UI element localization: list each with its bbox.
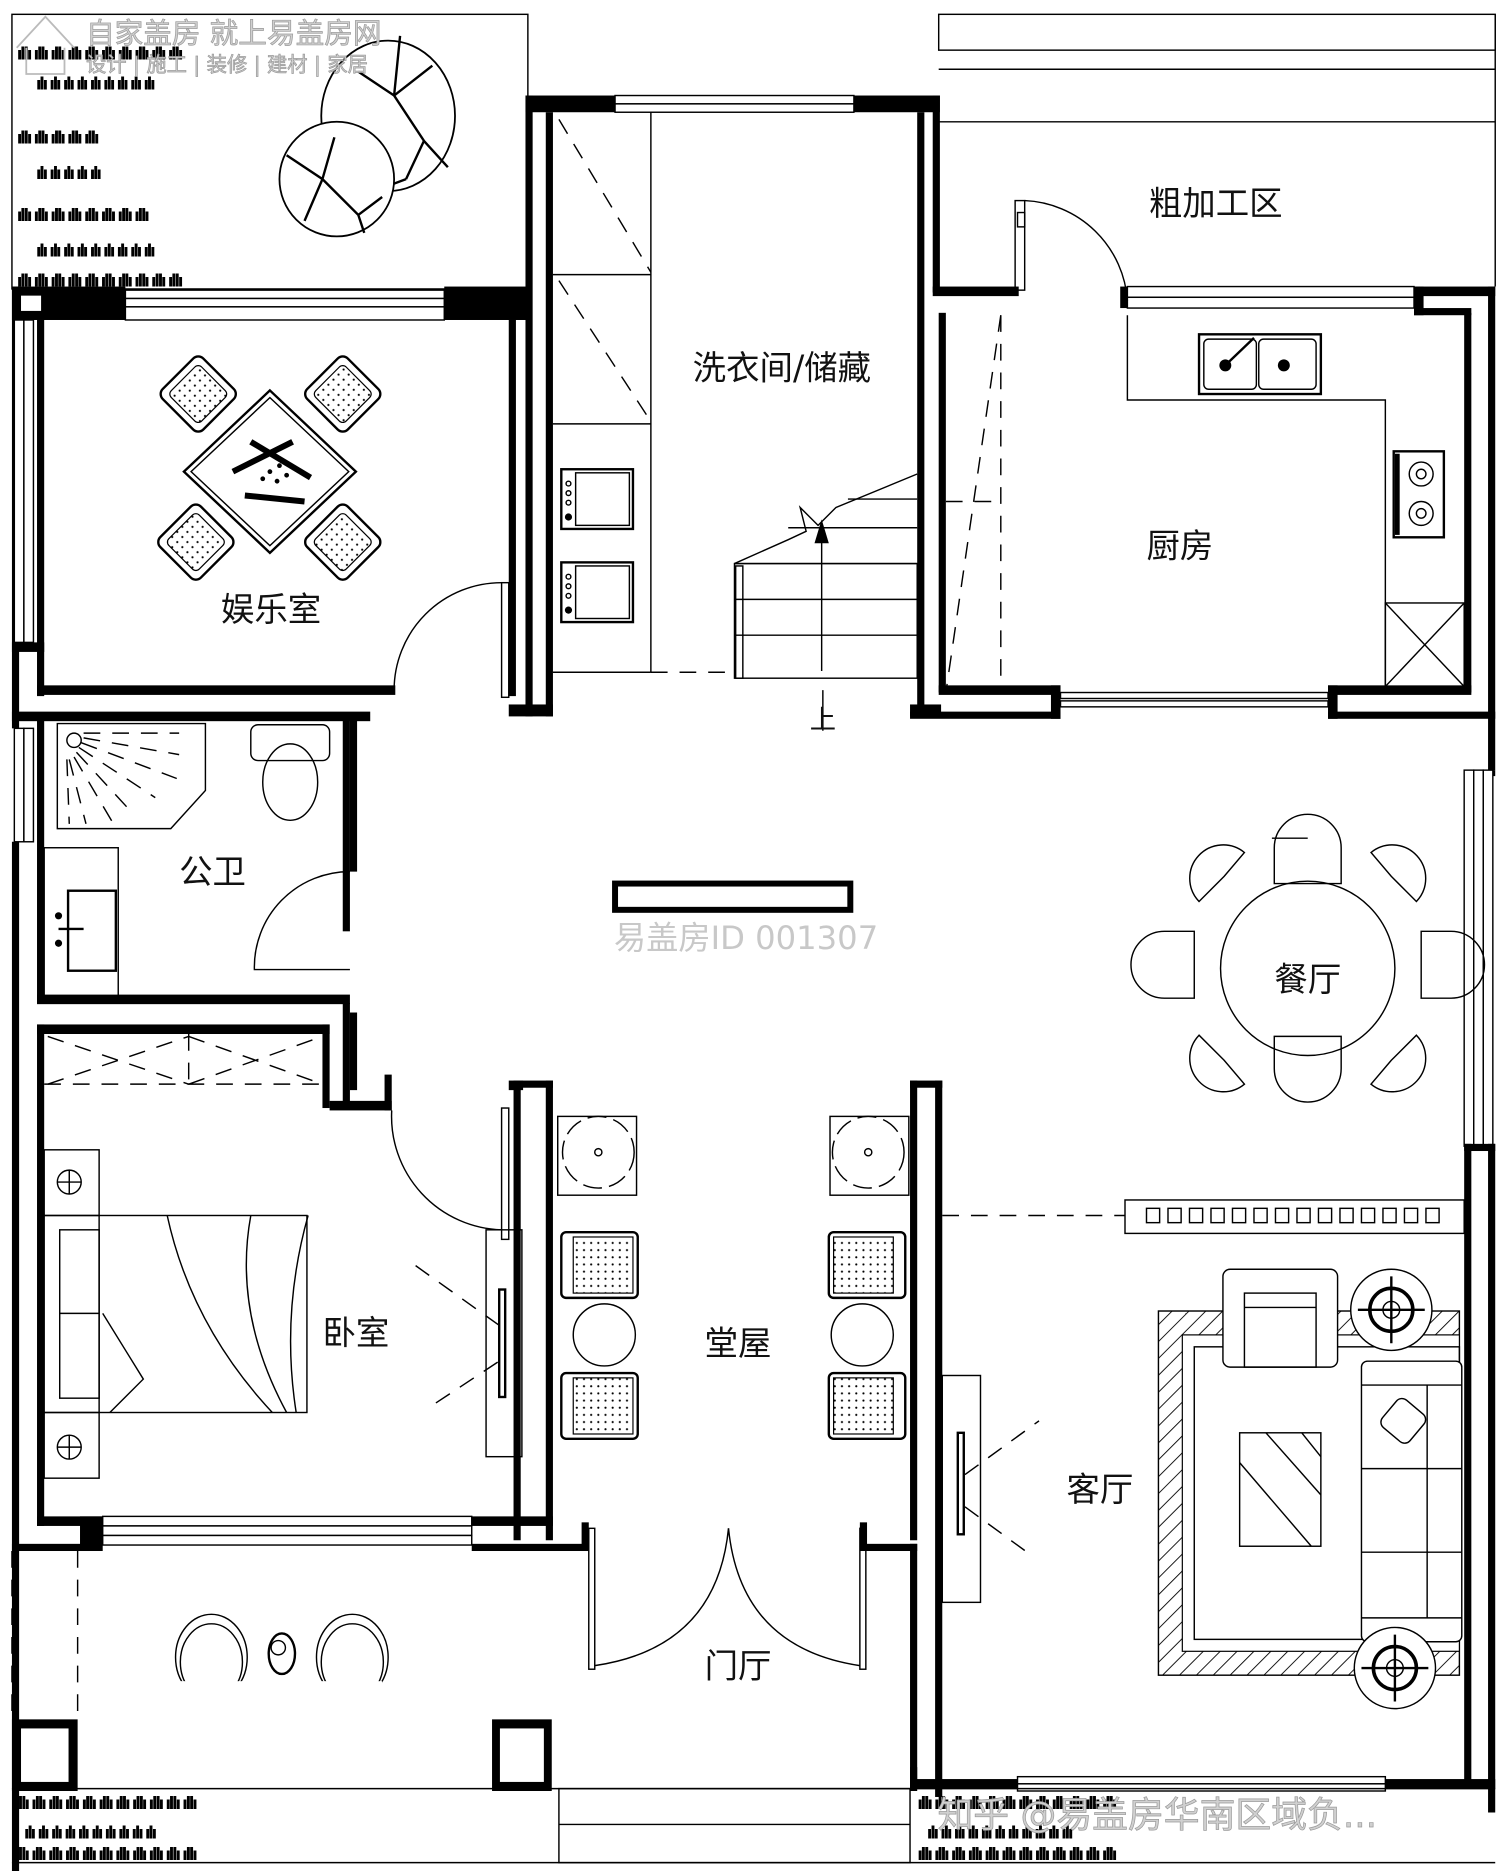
coffee-table-icon: [1238, 1432, 1322, 1547]
svg-text:ıllı ıllı ıllı ıllı ıl: ıllı ıllı ıllı ıllı ıllı ıllı ıllı ıllı …: [17, 271, 183, 291]
washbasin-icon: [43, 847, 119, 1002]
svg-text:ıllı ıllı ıllı ıllı ıl: ıllı ıllı ıllı ıllı ıllı ıllı ıllı ıllı …: [14, 1793, 197, 1813]
svg-text:ıllı ıllı ıllı ıllı ıl: ıllı ıllı ıllı ıllı ıllı ıllı ıllı ıllı …: [17, 44, 183, 64]
room-label-living-room: 客厅: [1066, 1470, 1133, 1509]
svg-text:ılı ılı ılı ılı ıl: ılı ılı ılı ılı ılı ılı ılı ılı ılı: [36, 74, 155, 94]
svg-text:ıllı ıllı ıllı ıllı ıl: ıllı ıllı ıllı ıllı ıllı ıllı ıllı ıllı …: [917, 1793, 1117, 1813]
watermark-bottom-credit: 知乎 @易盖房华南区域负...: [938, 1795, 1378, 1836]
mahjong-table-icon: [182, 388, 358, 555]
bedroom-tv-icon: [415, 1229, 523, 1458]
room-label-bedroom: 卧室: [322, 1313, 389, 1352]
room-label-entrance-hall: 门厅: [705, 1647, 772, 1686]
armchair-icon: [827, 1231, 907, 1300]
stove-icon: [1392, 450, 1446, 539]
svg-text:ıllı ıllı ıllı ıllı ıl: ıllı ıllı ıllı ıllı ıllı: [17, 127, 99, 147]
floor-lamp-icon: [1350, 1268, 1433, 1352]
entrance-double-door[interactable]: [588, 1527, 867, 1670]
svg-text:ıllı ıllı ıllı ıllı ıl: ıllı ıllı ıllı ıllı ıllı ıllı ıllı ıllı …: [14, 1844, 197, 1864]
walls: [11, 94, 1496, 1871]
chair-icon: [303, 503, 382, 581]
laundry-cabinets: [552, 112, 735, 673]
armchair-icon: [560, 1371, 639, 1440]
chair-icon: [159, 355, 238, 433]
plant-icon: [557, 1115, 638, 1196]
bathroom-door[interactable]: [253, 870, 350, 971]
room-label-entertainment: 娱乐室: [221, 590, 321, 629]
watermark-center-id: 易盖房ID 001307: [614, 919, 878, 957]
living-tv-icon: [941, 1374, 1040, 1604]
room-label-main-hall: 堂屋: [705, 1324, 772, 1363]
svg-text:ılı ılı ılı ılı ıl: ılı ılı ılı ılı ılı ılı ılı ılı ılı ılı …: [927, 1823, 1073, 1843]
stair-up-label: 上: [810, 705, 836, 735]
svg-text:ılı ılı ılı ılı ıl: ılı ılı ılı ılı ılı: [36, 163, 101, 183]
svg-text:ıllı ıllı ıllı ıllı ıl: ıllı ıllı ıllı ıllı ıllı ıllı ıllı ıllı: [17, 205, 149, 225]
shower-icon: [56, 722, 207, 830]
svg-text:ılı ılı ılı ılı ıl: ılı ılı ılı ılı ılı ılı ılı ılı ılı: [36, 241, 155, 261]
porch-stools: [167, 1613, 389, 1706]
kitchen-counter: [945, 315, 1465, 693]
watermark-logo-icon: [16, 15, 75, 75]
arrow-up-icon: [814, 519, 829, 544]
watermark-top-title: 自家盖房 就上易盖房网: [86, 16, 382, 50]
armchair-icon: [1222, 1268, 1339, 1368]
prep-area-door[interactable]: [1014, 199, 1129, 301]
garden-top-left: ıllı ıllı ıllı ıllı ıllı ıllı ıllı ıllı …: [11, 13, 529, 291]
sink-icon: [1197, 333, 1323, 396]
floor-lamp-icon: [1353, 1626, 1437, 1710]
room-label-laundry-storage: 洗衣间/储藏: [693, 349, 871, 388]
svg-text:ıllı ıllı ıllı ıllı ıl: ıllı ıllı ıllı ıllı ıllı ıllı ıllı ıllı …: [917, 1844, 1117, 1864]
armchair-icon: [560, 1231, 639, 1300]
staircase: [733, 473, 918, 731]
garden-bottom: ıllı ıllı ıllı ıllı ıllı ıllı ıllı ıllı …: [11, 1551, 1496, 1864]
plant-icon: [829, 1115, 910, 1196]
dining-table-icon: [1130, 813, 1486, 1103]
toilet-icon: [250, 724, 331, 821]
dining-cabinet: [942, 1199, 1465, 1235]
side-table-icon: [572, 1303, 637, 1367]
armchair-icon: [827, 1371, 907, 1440]
bedroom-door[interactable]: [390, 1107, 510, 1241]
room-label-kitchen: 厨房: [1146, 527, 1213, 566]
watermark-top-subtitle: 设计 | 施工 | 装修 | 建材 | 家居: [86, 53, 368, 78]
altar-table: [612, 880, 854, 913]
room-label-dining: 餐厅: [1274, 960, 1341, 999]
bed-icon: [43, 1149, 309, 1479]
room-label-bathroom: 公卫: [179, 853, 246, 892]
chair-icon: [157, 503, 235, 581]
svg-text:ılı ılı ılı ılı ıl: ılı ılı ılı ılı ılı ılı ılı ılı ılı ılı: [24, 1823, 157, 1843]
room-label-prep-area: 粗加工区: [1149, 184, 1283, 223]
washing-machine-icon: [560, 561, 635, 624]
sofa-icon: [1360, 1360, 1463, 1643]
side-table-icon: [830, 1303, 895, 1367]
wardrobe-icon: [44, 1034, 323, 1085]
chair-icon: [303, 355, 382, 433]
entertainment-door[interactable]: [393, 581, 510, 699]
prep-area-outline: [937, 13, 1496, 287]
tree-icon: [278, 120, 396, 238]
washing-machine-icon: [560, 468, 635, 531]
